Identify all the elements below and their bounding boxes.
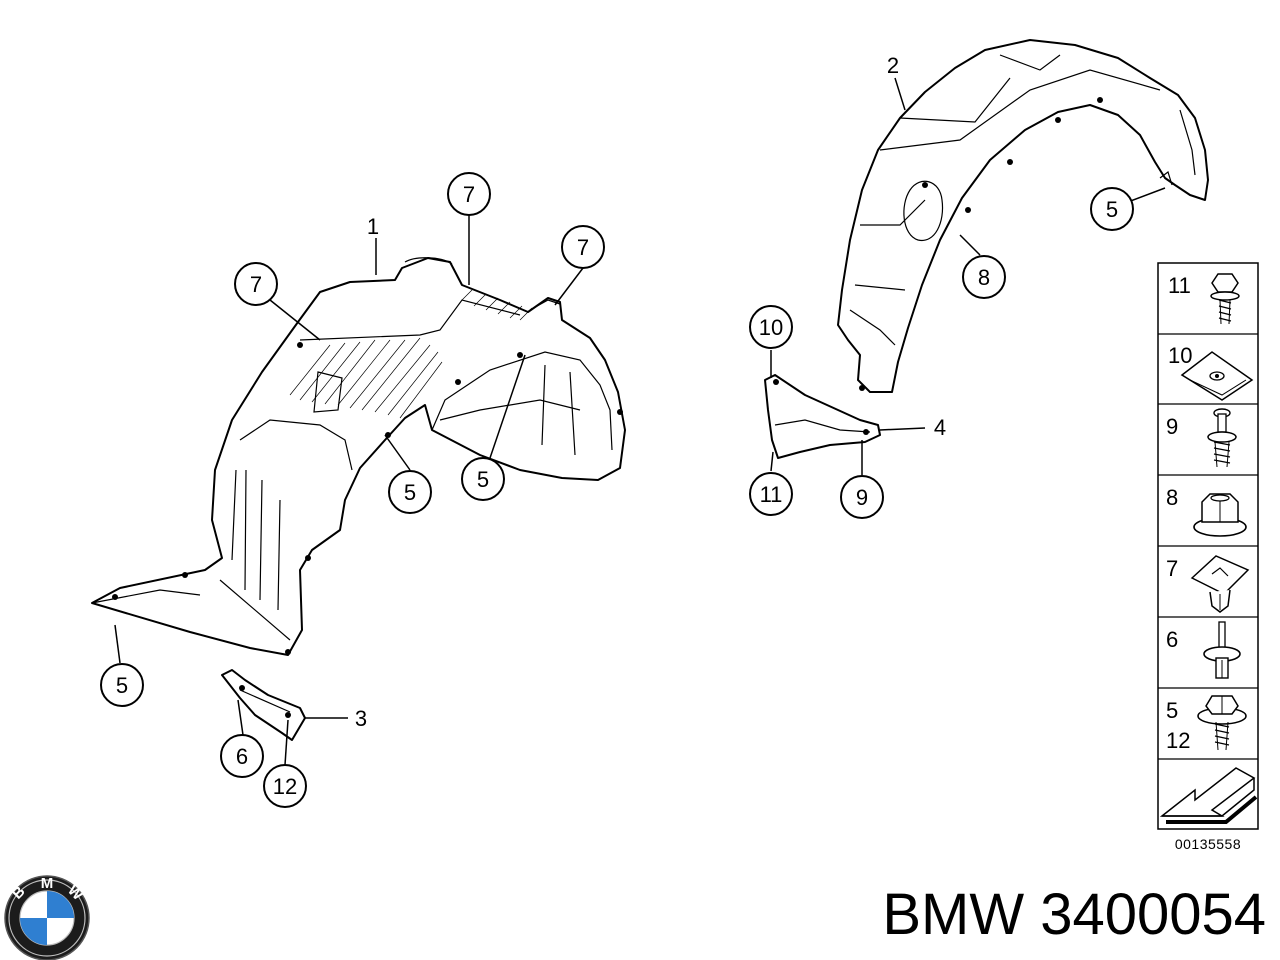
- callout-label: 5: [404, 480, 416, 505]
- wheel-arch-liner-front: [91, 257, 626, 656]
- bracket-part-4: [764, 374, 881, 459]
- callout-label: 7: [250, 272, 262, 297]
- bolt-icon: [1210, 273, 1240, 325]
- callout-label: 9: [856, 485, 868, 510]
- legend-label: 10: [1168, 343, 1192, 368]
- callout-bubble: 7: [561, 225, 605, 269]
- callout-bubble: 5: [100, 663, 144, 707]
- callout-label: 3: [355, 706, 367, 731]
- legend-label: 12: [1166, 728, 1190, 753]
- legend-row: 6: [1166, 621, 1241, 679]
- logo-letter: M: [41, 875, 54, 892]
- clip-hole: [859, 97, 1103, 391]
- callout-bubble: 7: [447, 172, 491, 216]
- legend-row: 7: [1166, 555, 1250, 613]
- callout-label: 4: [934, 415, 946, 440]
- legend-row: 11: [1168, 273, 1240, 325]
- bmw-logo: B M W: [4, 875, 90, 960]
- callout-label: 5: [477, 467, 489, 492]
- callout-bubble: 9: [840, 475, 884, 519]
- callout-label: 1: [367, 214, 379, 239]
- bracket-part-3: [221, 669, 306, 741]
- arrow-icon: [1159, 767, 1258, 824]
- legend-label: 6: [1166, 627, 1178, 652]
- part-number: BMW 3400054: [882, 882, 1266, 947]
- legend-row: 8: [1166, 485, 1247, 537]
- callout-bubble: 11: [749, 472, 793, 516]
- legend-label: 11: [1168, 273, 1191, 298]
- callout-label: 11: [760, 482, 783, 507]
- callouts: 1 7 7 7 5 5 5 3 6: [100, 53, 1134, 808]
- wheel-arch-liner-rear: [837, 39, 1209, 393]
- callout-label: 12: [273, 774, 297, 799]
- legend-label: 5: [1166, 698, 1178, 723]
- callout-bubble: 5: [388, 470, 432, 514]
- callout-label: 5: [116, 673, 128, 698]
- callout-bubble: 5: [1090, 187, 1134, 231]
- clip-hole: [112, 342, 623, 655]
- legend-row: [1159, 767, 1258, 824]
- callout-bubble: 5: [461, 457, 505, 501]
- hex-screw-icon: [1197, 695, 1247, 751]
- callout-bubble: 6: [220, 734, 264, 778]
- callout-bubble: 7: [234, 262, 278, 306]
- ribbed-texture: [289, 289, 533, 419]
- legend-label: 7: [1166, 556, 1178, 581]
- legend-row: 9: [1166, 408, 1237, 468]
- callout-label: 7: [577, 235, 589, 260]
- legend-label: 8: [1166, 485, 1178, 510]
- legend-row: 10: [1168, 343, 1254, 401]
- fastener-legend: 11 10 9: [1157, 262, 1259, 852]
- clip-nut-icon: [1180, 351, 1254, 401]
- callout-label: 7: [463, 182, 475, 207]
- callout-bubble: 12: [263, 764, 307, 808]
- legend-label: 9: [1166, 414, 1178, 439]
- legend-row: 5 12: [1166, 695, 1247, 753]
- callout-label: 2: [887, 53, 899, 78]
- callout-bubble: 8: [962, 255, 1006, 299]
- callout-label: 5: [1106, 197, 1118, 222]
- callout-label: 6: [236, 744, 248, 769]
- callout-label: 10: [759, 315, 783, 340]
- clip-icon: [1190, 555, 1250, 613]
- callout-bubble: 10: [749, 305, 793, 349]
- expanding-rivet-icon: [1207, 408, 1237, 468]
- diagram-code: 00135558: [1175, 836, 1241, 852]
- callout-label: 8: [978, 265, 990, 290]
- leader-lines: [114, 77, 1166, 766]
- flange-nut-icon: [1193, 493, 1247, 537]
- rivet-icon: [1203, 621, 1241, 679]
